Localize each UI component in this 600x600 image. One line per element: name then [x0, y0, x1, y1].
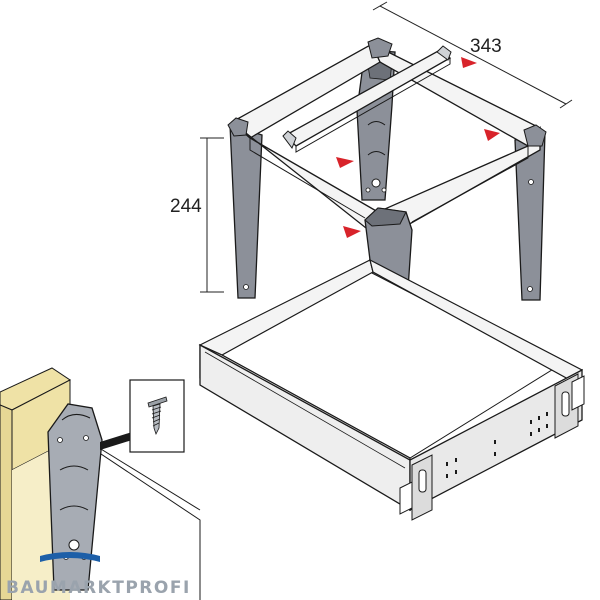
red-triangle-arrow-icon	[461, 57, 477, 68]
watermark-logo: BAUMARKTPROFI	[6, 578, 191, 598]
red-triangle-arrow-icon	[484, 129, 500, 141]
back-left-leg	[229, 124, 263, 299]
direction-arrows	[336, 57, 500, 238]
drawer	[198, 258, 585, 521]
red-triangle-arrow-icon	[336, 157, 354, 168]
height-dimension: 244	[170, 137, 224, 293]
red-triangle-arrow-icon	[343, 226, 361, 238]
width-dimension: 343	[372, 1, 573, 109]
width-dimension-label: 343	[470, 36, 502, 57]
cross-bar	[282, 45, 452, 153]
height-dimension-label: 244	[170, 196, 202, 217]
screw-icon	[147, 396, 168, 436]
inset-detail	[0, 367, 201, 600]
screw-callout	[129, 379, 185, 453]
